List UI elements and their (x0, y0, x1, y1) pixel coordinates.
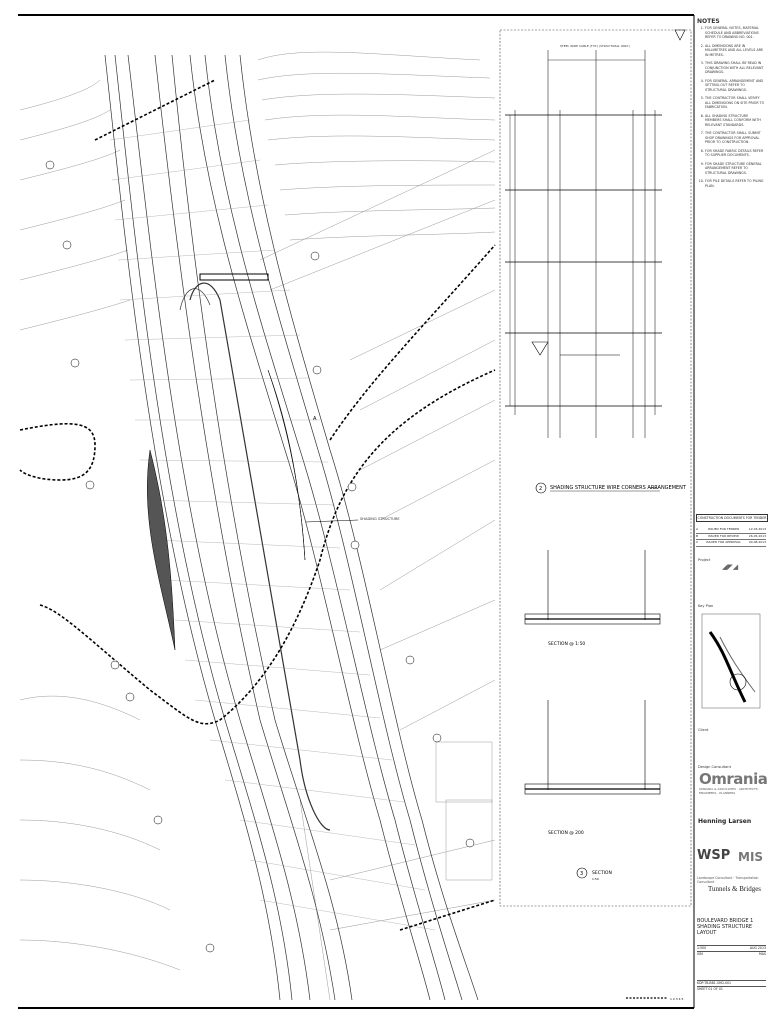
notes-heading: NOTES (697, 18, 720, 25)
section-scale: 1:50 (592, 877, 599, 881)
section-2-label: SECTION @ 200 (548, 830, 584, 836)
drawn-value: ISM (697, 952, 703, 956)
site-plan (19, 51, 496, 1001)
sheet-number: SHEET 01 OF 01 (697, 986, 766, 992)
project-label: Project (698, 558, 711, 562)
note-item: ALL SHADING STRUCTURE MEMBERS SHALL CONF… (705, 114, 765, 128)
revision-row: B ISSUED FOR REVIEW 26.05.2013 (696, 533, 766, 540)
section-2 (524, 700, 661, 795)
rev-id: A (696, 527, 699, 531)
notes-list: FOR GENERAL NOTES, MATERIAL SCHEDULE AND… (697, 26, 765, 188)
wire-scale: 1:50 (650, 486, 657, 490)
plan-label: SHADING STRUCTURE (360, 517, 400, 521)
checked-value: MAS (759, 952, 766, 956)
rev-desc: ISSUED FOR REVIEW (707, 533, 739, 538)
rev-date: 26.05.2013 (748, 533, 766, 538)
wsp-logo: WSP (697, 848, 731, 863)
rev-id: B (696, 533, 699, 538)
mis-logo: MIS (738, 850, 764, 864)
drawing-number: KDP-TB-BB1-SHD-001 (697, 980, 766, 986)
consultant-label: Design Consultant (698, 765, 731, 769)
note-item: THE CONTRACTOR SHALL SUBMIT SHOP DRAWING… (705, 131, 765, 145)
boundary-lines (19, 79, 496, 931)
note-item: FOR GENERAL ARRANGEMENT AND SETTING-OUT … (705, 79, 765, 93)
alignment-hatching (109, 119, 436, 931)
project-logo-icon: ◢◤◢ (722, 563, 739, 571)
grid-bubbles (45, 160, 475, 953)
note-item: FOR GENERAL NOTES, MATERIAL SCHEDULE AND… (705, 26, 765, 40)
section-no: 3 (580, 871, 583, 877)
shading-structure (147, 273, 306, 651)
rev-desc: ISSUED FOR TENDER (707, 527, 740, 531)
notes-block: NOTES FOR GENERAL NOTES, MATERIAL SCHEDU… (697, 18, 765, 192)
rev-date: 12.03.2013 (748, 527, 766, 531)
wire-arrangement (505, 50, 662, 438)
section-1 (524, 550, 661, 625)
note-item: THIS DRAWING SHALL BE READ IN CONJUNCTIO… (705, 61, 765, 75)
rev-date: 04.08.2013 (748, 540, 766, 544)
revision-row: C ISSUED FOR APPROVAL 04.08.2013 (696, 540, 766, 547)
wire-label: SHADING STRUCTURE WIRE CORNERS ARRANGEME… (550, 485, 687, 491)
revision-table: A ISSUED FOR TENDER 12.03.2013 B ISSUED FOR… (696, 527, 766, 547)
drawing-title: BOULEVARD BRIDGE 1 SHADING STRUCTURE LAY… (697, 918, 754, 936)
key-plan (701, 613, 761, 709)
omrania-logo: Omrania OMRANIA & ASSOCIATES · ARCHITECT… (699, 770, 768, 795)
section-1-label: SECTION @ 1:50 (548, 641, 585, 647)
wire-no: 2 (539, 486, 542, 492)
scale-bar-label: 1 2 3 4 5 (670, 997, 683, 1001)
callout-a: A (313, 416, 317, 422)
note-item: FOR SHADE STRUCTURE GENERAL ARRANGEMENT … (705, 162, 765, 176)
cable-note: STEEL WIRE CABLE (TYP.) (STRUCTURAL ONLY… (560, 44, 630, 48)
note-item: FOR PILE DETAILS REFER TO PILING PLAN. (705, 179, 765, 188)
revision-row: A ISSUED FOR TENDER 12.03.2013 (696, 527, 766, 534)
date-value: AUG 2013 (749, 946, 766, 950)
package-title: Tunnels & Bridges (708, 885, 762, 893)
omrania-sub: OMRANIA & ASSOCIATES · ARCHITECTS · ENGI… (699, 787, 760, 795)
section-title: SECTION (592, 870, 612, 876)
status-stamp: CONSTRUCTION DOCUMENTS FOR TENDER (696, 514, 768, 522)
scale-value: 1:500 (697, 946, 707, 950)
rev-desc: ISSUED FOR APPROVAL (706, 540, 741, 544)
key-plan-label: Key Plan (698, 604, 714, 608)
meta-row: ISM MAS (697, 951, 766, 957)
meta-row: 1:500 AUG 2013 (697, 945, 766, 951)
note-item: FOR SHADE FABRIC DETAILS REFER TO SUPPLI… (705, 149, 765, 158)
subconsultant-label: Landscape Consultant · Transportation Co… (697, 876, 759, 884)
henning-larsen-logo: Henning Larsen (698, 818, 752, 825)
drawing-number-block: KDP-TB-BB1-SHD-001 SHEET 01 OF 01 (697, 980, 766, 992)
rev-id: C (696, 540, 699, 544)
drawing-meta: 1:500 AUG 2013 ISM MAS (697, 945, 766, 957)
detail-panel (499, 29, 692, 907)
note-item: THE CONTRACTOR SHALL VERIFY ALL DIMENSIO… (705, 96, 765, 110)
omrania-name: Omrania (699, 770, 768, 788)
north-arrow-icon (674, 29, 686, 41)
client-label: Client (698, 728, 709, 732)
bridge-alignment (104, 54, 479, 1001)
note-item: ALL DIMENSIONS ARE IN MILLIMETRES AND AL… (705, 44, 765, 58)
